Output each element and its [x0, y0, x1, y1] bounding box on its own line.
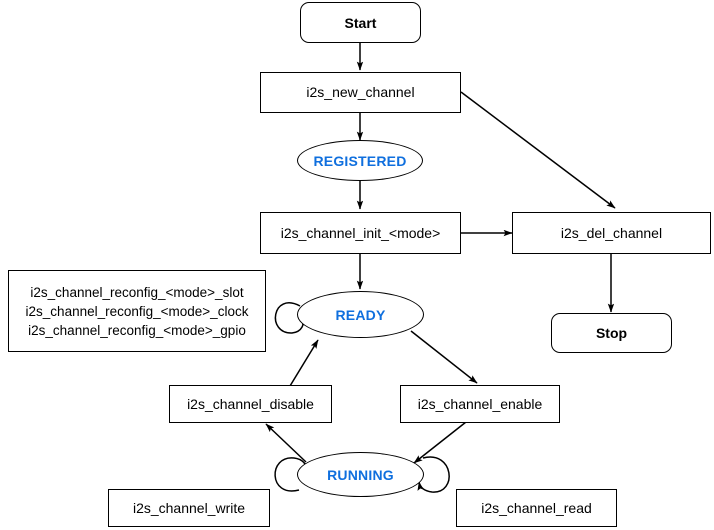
reconfig-line-slot: i2s_channel_reconfig_<mode>_slot: [30, 284, 244, 300]
node-i2s-channel-init[interactable]: i2s_channel_init_<mode>: [260, 212, 461, 254]
node-i2s-channel-read[interactable]: i2s_channel_read: [456, 489, 617, 527]
node-state-registered-label: REGISTERED: [313, 152, 407, 169]
node-i2s-channel-disable-label: i2s_channel_disable: [187, 395, 314, 412]
node-i2s-channel-reconfig[interactable]: i2s_channel_reconfig_<mode>_slot i2s_cha…: [8, 270, 266, 352]
node-state-running-label: RUNNING: [327, 466, 394, 483]
node-i2s-channel-read-label: i2s_channel_read: [481, 499, 592, 516]
node-i2s-new-channel-label: i2s_new_channel: [306, 84, 415, 100]
node-i2s-channel-enable-label: i2s_channel_enable: [417, 395, 543, 412]
edge-new-channel-to-del-channel: [460, 91, 616, 209]
edge-ready-to-channel-enable: [410, 330, 478, 384]
node-state-running[interactable]: RUNNING: [297, 452, 424, 497]
reconfig-line-clock: i2s_channel_reconfig_<mode>_clock: [25, 303, 249, 319]
node-i2s-del-channel[interactable]: i2s_del_channel: [512, 212, 711, 254]
node-i2s-del-channel-label: i2s_del_channel: [560, 224, 663, 241]
node-stop[interactable]: Stop: [551, 313, 672, 353]
reconfig-line-gpio: i2s_channel_reconfig_<mode>_gpio: [28, 322, 246, 338]
node-i2s-new-channel[interactable]: i2s_new_channel: [260, 72, 461, 113]
node-i2s-channel-write-label: i2s_channel_write: [132, 499, 246, 516]
node-i2s-channel-write[interactable]: i2s_channel_write: [108, 489, 270, 527]
node-state-registered[interactable]: REGISTERED: [297, 140, 423, 181]
node-i2s-channel-disable[interactable]: i2s_channel_disable: [169, 385, 332, 423]
edge-channel-disable-to-ready: [289, 339, 319, 387]
node-stop-label: Stop: [595, 325, 628, 341]
node-state-ready[interactable]: READY: [297, 291, 424, 338]
edge-running-self-loop-right: [417, 456, 450, 493]
node-state-ready-label: READY: [335, 306, 386, 323]
node-start-label: Start: [344, 14, 377, 31]
edge-channel-enable-to-running: [413, 421, 467, 464]
node-start[interactable]: Start: [300, 2, 421, 43]
node-i2s-channel-enable[interactable]: i2s_channel_enable: [400, 385, 560, 423]
node-i2s-channel-init-label: i2s_channel_init_<mode>: [280, 224, 441, 241]
edge-running-to-channel-disable: [265, 423, 307, 463]
